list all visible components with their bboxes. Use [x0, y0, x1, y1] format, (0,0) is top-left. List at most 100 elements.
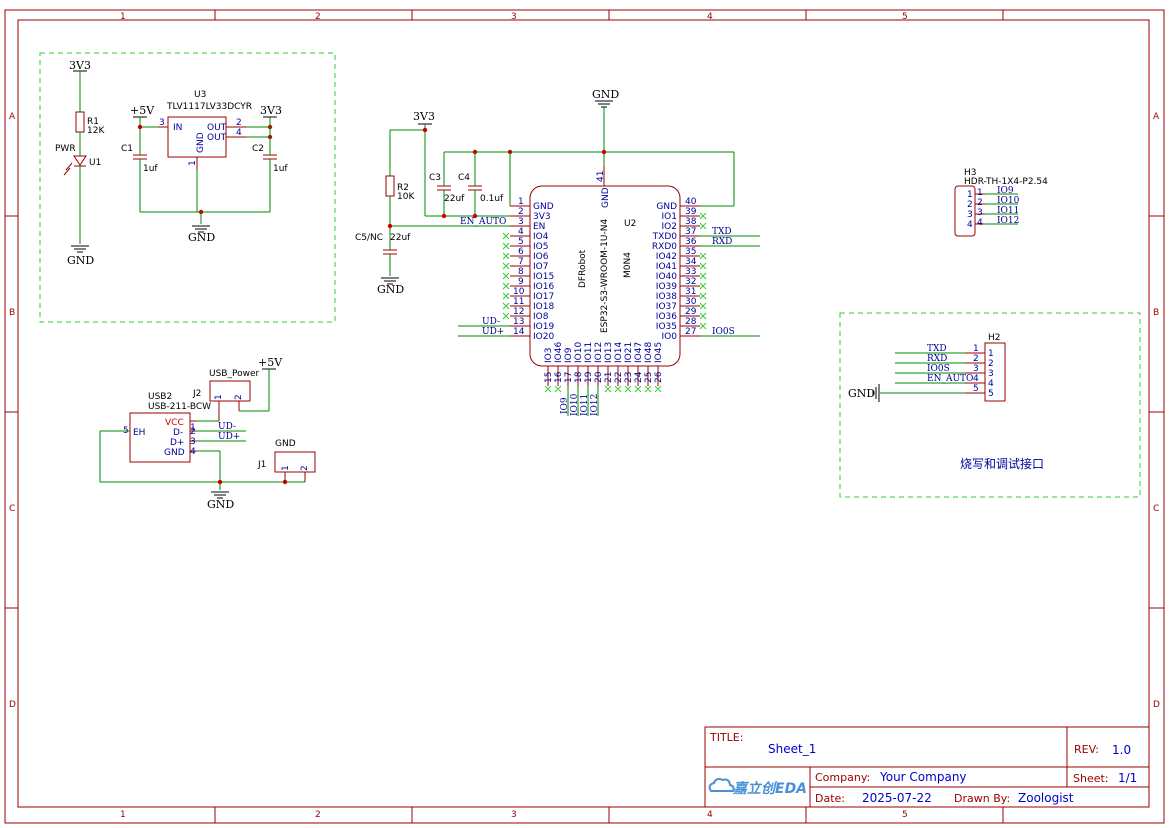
j1-pin: 1 — [281, 465, 291, 471]
u3-part: TLV1117LV33DCYR — [166, 102, 252, 112]
u1-ref: U1 — [89, 158, 101, 168]
u3-ref: U3 — [194, 90, 206, 100]
u2-pin-name: GND — [656, 202, 677, 212]
u3-pin-out1: OUT — [207, 123, 227, 133]
u2-pin-name: IO10 — [574, 342, 584, 363]
usb2-pin-num: 2 — [190, 427, 196, 437]
wire-ud-plus: UD+ — [482, 327, 504, 337]
u2-pin-num: 7 — [518, 257, 524, 267]
u2-pin-num: 35 — [685, 247, 696, 257]
u2-pin-name: IO42 — [656, 252, 677, 262]
c5-value: 22uf — [390, 233, 411, 243]
u2-pin-num: 8 — [518, 267, 524, 277]
h2-pin: 4 — [988, 379, 994, 389]
title-block: TITLE: Sheet_1 REV: 1.0 Company: Your Co… — [704, 726, 1150, 808]
h2-gnd-label: GND — [848, 387, 875, 400]
c4-ref: C4 — [458, 173, 470, 183]
c1-value: 1uf — [143, 164, 158, 174]
r2-value: 10K — [397, 192, 415, 202]
u2-pin-name: IO48 — [644, 342, 654, 363]
u2-pin-num: 1 — [518, 197, 524, 207]
h3-wire-label: IO11 — [997, 206, 1019, 216]
r2-ref: R2 — [397, 183, 409, 193]
usb2-pin-eh: EH — [133, 428, 145, 438]
h2-pin: 3 — [988, 369, 994, 379]
col-label-top: 1 — [120, 12, 126, 22]
r1-resistor — [75, 111, 85, 133]
u2-pin-num: 19 — [584, 371, 594, 383]
jlc-logo-text: 嘉立创EDA — [732, 780, 807, 797]
net-gnd-label: GND — [207, 498, 234, 511]
company-label: Company: — [815, 771, 870, 784]
u2-pin-num: 20 — [594, 371, 604, 383]
u2-pin-name: IO2 — [662, 222, 677, 232]
wire-ud-minus: UD- — [218, 422, 236, 432]
net-3v3-label: 3V3 — [260, 104, 282, 117]
u3-pin-in: IN — [173, 123, 182, 133]
no-connect-marks — [699, 212, 707, 330]
wire-ud-plus: UD+ — [218, 432, 240, 442]
u1-label: PWR — [55, 144, 76, 154]
u2-pin-num: 18 — [574, 371, 584, 383]
u2-pin-name: IO46 — [554, 342, 564, 363]
u3-pin-num: 2 — [236, 118, 242, 128]
col-label-bottom: 5 — [902, 810, 908, 820]
wire-io12: IO12 — [590, 394, 600, 416]
u2-pin-name: IO35 — [656, 322, 677, 332]
net-gnd-label: GND — [377, 283, 404, 296]
u2-pin-num: 16 — [554, 371, 564, 383]
net-gnd-label: GND — [67, 254, 94, 267]
company-value: Your Company — [879, 770, 967, 784]
wire-txd: TXD — [712, 227, 732, 237]
u2-pin-name: IO0 — [662, 332, 678, 342]
usb2-ref: USB2 — [148, 392, 172, 402]
u2-pin-name: IO8 — [533, 312, 549, 322]
net-3v3-label: 3V3 — [413, 110, 435, 123]
u2-pin-num: 41 — [596, 171, 606, 182]
debug-interface-title: 烧写和调试接口 — [960, 456, 1044, 471]
u3-pin-num: 4 — [236, 128, 242, 138]
u2-pin-num: 40 — [685, 197, 697, 207]
h3-pin: 3 — [967, 210, 973, 220]
row-label-left: B — [9, 308, 15, 318]
usb2-pin-dm: D- — [173, 428, 183, 438]
u2-pin-name: IO36 — [656, 312, 677, 322]
u2-pin-num: 6 — [518, 247, 524, 257]
u2-pin-num: 26 — [654, 371, 664, 383]
h2-wire-label: TXD — [927, 344, 947, 354]
u2-pin-name: IO9 — [564, 347, 574, 363]
net-gnd-label: GND — [188, 231, 215, 244]
u3-pin-gnd: GND — [196, 132, 206, 153]
u2-pin-name: IO47 — [634, 342, 644, 363]
title-label: TITLE: — [709, 731, 743, 744]
h3-wire-label: IO10 — [997, 196, 1020, 206]
h2-pin: 4 — [973, 374, 979, 384]
u2-pin-num: 14 — [513, 327, 525, 337]
u2-pin-name: IO20 — [533, 332, 554, 342]
u2-pin-num: 9 — [518, 277, 524, 287]
u2-pin-name: IO37 — [656, 302, 677, 312]
u2-pin-name: IO41 — [656, 262, 677, 272]
u2-pin-num: 29 — [685, 307, 697, 317]
row-label-right: A — [1153, 112, 1160, 122]
u2-pin-num: 4 — [518, 227, 524, 237]
h3-pin: 1 — [977, 188, 983, 198]
u2-pin-num: 38 — [685, 217, 697, 227]
u2-pin-num: 30 — [685, 297, 697, 307]
wire-en-auto: EN_AUTO — [460, 217, 506, 227]
u2-pin-num: 28 — [685, 317, 697, 327]
h2-ref: H2 — [988, 333, 1001, 343]
u2-pin-num: 31 — [685, 287, 696, 297]
u2-pin-num: 36 — [685, 237, 697, 247]
col-label-bottom: 3 — [511, 810, 517, 820]
row-label-right: C — [1153, 504, 1159, 514]
u2-pin-name: IO11 — [584, 342, 594, 363]
c2-ref: C2 — [252, 144, 264, 154]
r1-value: 12K — [87, 126, 105, 136]
c1-ref: C1 — [121, 144, 133, 154]
u2-pin-num: 17 — [564, 372, 574, 383]
u3-regulator — [167, 116, 227, 158]
u2-pin-num: 21 — [604, 372, 614, 383]
